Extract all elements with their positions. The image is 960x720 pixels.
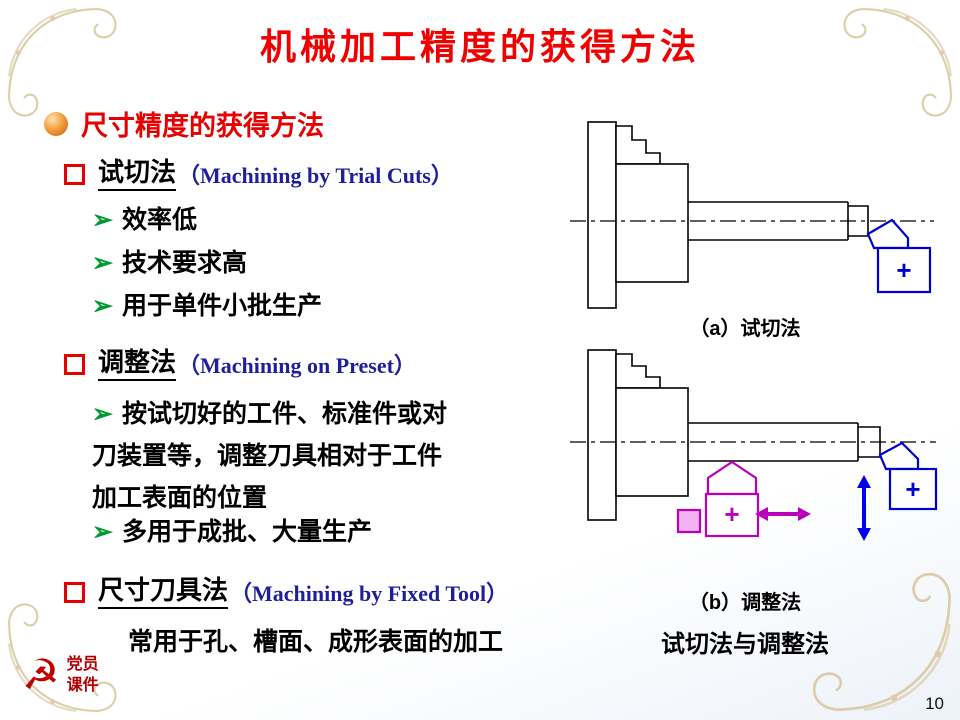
arrow-bullet-icon: ➢ xyxy=(92,518,113,546)
item-preset: 调整法 （Machining on Preset） xyxy=(64,347,416,381)
bullet-square-icon xyxy=(64,163,85,185)
courseware-logo: ☭ 党员 课件 xyxy=(22,654,99,696)
arrow-bullet-icon: ➢ xyxy=(92,206,113,234)
workpiece-shaft xyxy=(688,422,881,462)
arrow-bullet-icon: ➢ xyxy=(92,292,113,320)
item-label-en: （Machining by Trial Cuts） xyxy=(178,163,453,189)
point: ➢按试切好的工件、标准件或对刀装置等，调整刀具相对于工件加工表面的位置 xyxy=(92,393,464,519)
item-label: 调整法 xyxy=(98,347,177,381)
slide-title: 机械加工精度的获得方法 xyxy=(259,26,700,67)
chuck-jaw-steps xyxy=(615,353,661,389)
cutting-tool-blue xyxy=(878,441,938,511)
cutting-tool-blue xyxy=(866,218,932,294)
page-number: 10 xyxy=(925,694,944,713)
tool-cross-mark: + xyxy=(905,474,920,504)
item-note: 常用于孔、槽面、成形表面的加工 xyxy=(128,628,504,656)
bullet-square-icon xyxy=(64,581,85,603)
tool-cross-mark: + xyxy=(896,255,911,285)
logo-text-line1: 党员 xyxy=(66,656,99,673)
chuck-backplate xyxy=(587,349,617,521)
cutting-tool-magenta xyxy=(676,460,760,538)
arrow-bullet-icon: ➢ xyxy=(92,400,113,428)
item-trial-cut: 试切法 （Machining by Trial Cuts） xyxy=(64,157,453,191)
item-label: 试切法 xyxy=(98,157,177,191)
tool-cross-mark: + xyxy=(724,499,739,529)
bullet-sphere-icon xyxy=(44,111,68,136)
figure-a-caption: （a）试切法 xyxy=(689,318,801,340)
preset-block xyxy=(676,508,702,534)
chuck-backplate xyxy=(587,121,617,309)
section-heading-row: 尺寸精度的获得方法 xyxy=(44,104,324,143)
point-text: 效率低 xyxy=(121,206,197,234)
figure-trial-cut-diagram: + xyxy=(570,121,934,309)
horizontal-adjust-arrow xyxy=(755,507,811,521)
point: ➢ 效率低 xyxy=(92,204,197,238)
item-label-en: （Machining by Fixed Tool） xyxy=(230,581,509,607)
section-heading: 尺寸精度的获得方法 xyxy=(81,111,324,141)
vertical-adjust-arrow xyxy=(857,475,871,541)
point-text: 用于单件小批生产 xyxy=(121,292,322,320)
logo-text-line2: 课件 xyxy=(66,677,99,694)
point: ➢ 多用于成批、大量生产 xyxy=(92,516,372,550)
bullet-square-icon xyxy=(64,353,85,375)
point-text: 技术要求高 xyxy=(121,249,247,277)
figure-preset-diagram: + + xyxy=(570,349,938,541)
arrow-bullet-icon: ➢ xyxy=(92,249,113,277)
point-text: 多用于成批、大量生产 xyxy=(121,518,372,546)
item-label-en: （Machining on Preset） xyxy=(178,353,416,379)
item-fixed-tool: 尺寸刀具法 （Machining by Fixed Tool） xyxy=(64,575,509,609)
figure-b-caption: （b）调整法 xyxy=(688,592,802,614)
item-label: 尺寸刀具法 xyxy=(98,575,229,609)
party-emblem-icon: ☭ xyxy=(22,651,60,698)
logo-text: 党员 课件 xyxy=(67,654,99,696)
point: ➢ 用于单件小批生产 xyxy=(92,290,322,324)
chuck-jaw-steps xyxy=(615,125,661,165)
point-text: 按试切好的工件、标准件或对刀装置等，调整刀具相对于工件加工表面的位置 xyxy=(92,400,447,512)
chuck-body xyxy=(615,163,689,283)
point: ➢ 技术要求高 xyxy=(92,247,247,281)
figures-main-caption: 试切法与调整法 xyxy=(661,631,829,658)
